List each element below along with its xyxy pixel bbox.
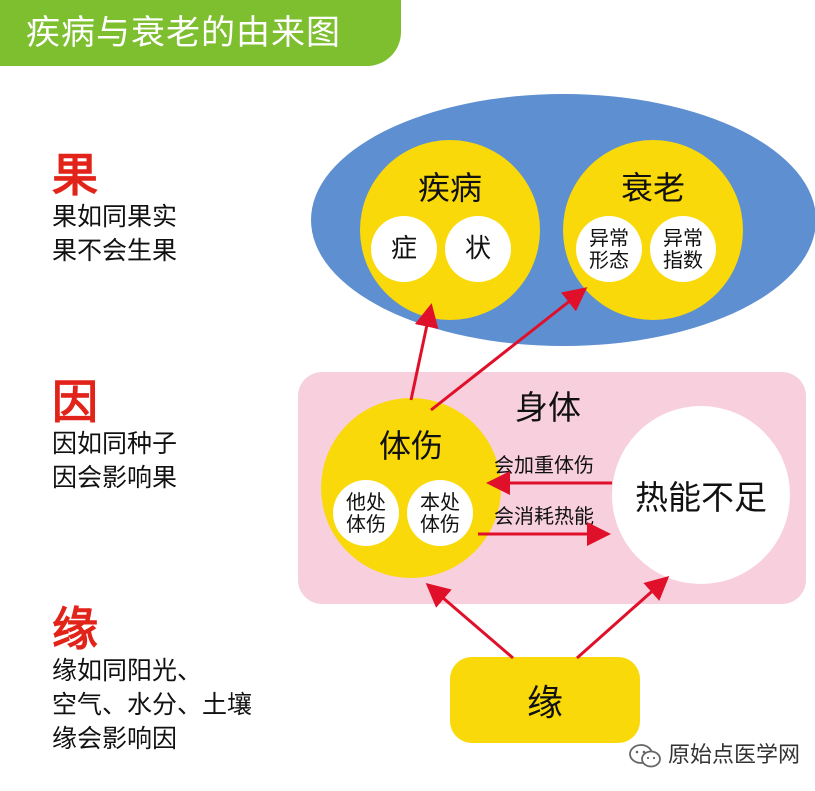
symptom-label: 状 <box>464 234 491 264</box>
other-site-injury-line: 他处 <box>346 490 386 514</box>
abnormal-index-line: 异常 <box>663 226 703 250</box>
legend-yuan-line: 缘如同阳光、 <box>52 656 203 685</box>
disease-title: 疾病 <box>417 169 482 207</box>
legend-yuan-line: 缘会影响因 <box>52 724 178 753</box>
legend-guo-line: 果不会生果 <box>52 236 178 265</box>
local-injury-line: 本处 <box>420 490 460 514</box>
local-injury-circle: 本处 体伤 <box>407 480 473 546</box>
abnormal-index-line: 指数 <box>663 248 703 272</box>
heat-deficiency-label: 热能不足 <box>635 478 767 517</box>
heat-deficiency-circle: 热能不足 <box>612 406 790 584</box>
abnormal-index-circle: 异常 指数 <box>650 216 716 282</box>
page-title: 疾病与衰老的由来图 <box>26 13 341 53</box>
legend-guo-line: 果如同果实 <box>52 202 178 231</box>
legend-yuan: 缘 缘如同阳光、 空气、水分、土壤 缘会影响因 <box>52 604 252 756</box>
symptom-circle: 症 <box>371 216 437 282</box>
abnormal-form-line: 形态 <box>589 248 629 272</box>
body-label: 身体 <box>515 388 581 427</box>
legend-yuan-head: 缘 <box>52 602 98 656</box>
injury-title: 体伤 <box>378 427 443 465</box>
legend-yin-line: 因如同种子 <box>52 429 178 458</box>
legend-yuan-line: 空气、水分、土壤 <box>52 690 253 719</box>
title-banner <box>0 0 401 66</box>
symptom-label: 症 <box>390 234 417 264</box>
symptom-circle: 状 <box>445 216 511 282</box>
condition-box: 缘 <box>450 657 640 743</box>
legend-guo-head: 果 <box>52 148 98 202</box>
abnormal-form-circle: 异常 形态 <box>576 216 642 282</box>
legend-yin-line: 因会影响果 <box>52 463 178 492</box>
watermark-text: 原始点医学网 <box>668 743 801 768</box>
local-injury-line: 体伤 <box>420 512 460 536</box>
aging-title: 衰老 <box>620 169 685 207</box>
consume-heat-label: 会消耗热能 <box>494 504 594 528</box>
condition-label: 缘 <box>526 683 563 724</box>
abnormal-form-line: 异常 <box>589 226 629 250</box>
legend-yin-head: 因 <box>52 375 98 429</box>
watermark: 原始点医学网 <box>628 741 800 771</box>
legend-yin: 因 因如同种子 因会影响果 <box>52 377 177 495</box>
legend-guo: 果 果如同果实 果不会生果 <box>52 150 177 268</box>
wechat-icon <box>629 744 661 768</box>
aggravate-injury-label: 会加重体伤 <box>494 453 594 477</box>
other-site-injury-circle: 他处 体伤 <box>333 480 399 546</box>
other-site-injury-line: 体伤 <box>346 512 386 536</box>
